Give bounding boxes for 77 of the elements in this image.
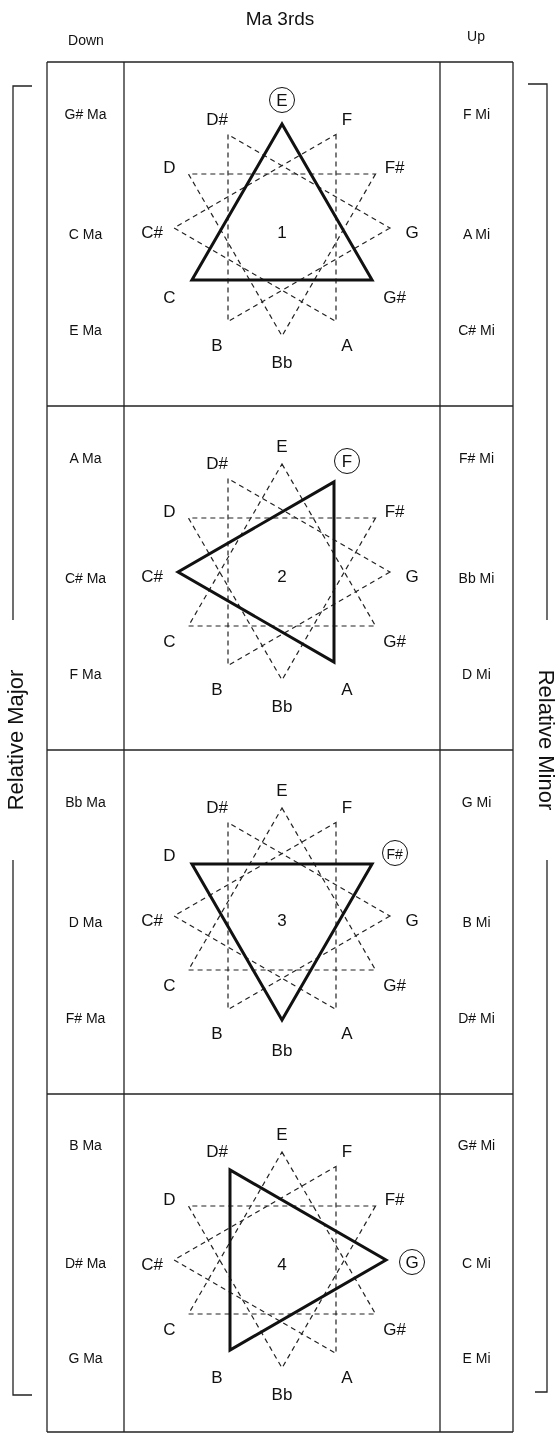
panel-number: 2 [277, 567, 287, 585]
chord-name: E Ma [69, 323, 102, 338]
note-label: E [276, 1125, 288, 1143]
note-label: D# [206, 1142, 228, 1160]
note-label: G [405, 223, 419, 241]
note-label: G# [383, 976, 406, 994]
note-label: D [163, 1190, 176, 1208]
note-label: D# [206, 454, 228, 472]
note-label: C# [141, 1255, 163, 1273]
note-label: E [276, 781, 288, 799]
chord-name: D Mi [462, 667, 491, 682]
note-label: D [163, 502, 176, 520]
panel-number: 1 [277, 223, 287, 241]
note-label: E [276, 437, 288, 455]
note-label: B [211, 680, 223, 698]
note-label: G# [383, 288, 406, 306]
chord-name: F Mi [462, 106, 491, 121]
side-label: Relative Major [5, 669, 27, 811]
note-label: G [405, 567, 419, 585]
note-label: Bb [271, 353, 293, 371]
note-label: A [341, 1368, 353, 1386]
chord-name: B Ma [69, 1137, 102, 1152]
chord-name: Bb Mi [458, 571, 495, 585]
note-label: C [163, 288, 176, 306]
panel-number: 3 [277, 911, 287, 929]
note-label: D# [206, 798, 228, 816]
note-label: B [211, 336, 223, 354]
chord-name: G# Ma [64, 106, 107, 121]
note-label: F [341, 110, 353, 128]
chord-name: F# Mi [459, 450, 494, 465]
note-label: Bb [271, 697, 293, 715]
note-label: A [341, 336, 353, 354]
note-label: A [341, 680, 353, 698]
note-label: B [211, 1368, 223, 1386]
note-label: B [211, 1024, 223, 1042]
chord-name: Bb Ma [65, 794, 106, 809]
note-label: G# [383, 632, 406, 650]
note-label: C [163, 1320, 176, 1338]
chord-name: C Ma [68, 227, 103, 241]
note-label: F# [384, 158, 405, 176]
chord-name: B Mi [462, 915, 491, 929]
note-label: A [341, 1024, 353, 1042]
note-label: F [341, 798, 353, 816]
chord-name: F Ma [69, 667, 102, 682]
note-label: D [163, 846, 176, 864]
chord-name: G Ma [68, 1350, 103, 1365]
chord-name: G# Mi [457, 1137, 496, 1152]
chord-name: C# Mi [458, 323, 495, 338]
note-label: C [163, 976, 176, 994]
note-label: G [405, 911, 419, 929]
title: Ma 3rds [245, 8, 315, 28]
chord-name: C# Ma [64, 571, 107, 585]
side-label: Relative Minor [535, 669, 555, 811]
note-label: C# [141, 567, 163, 585]
chord-name: C Mi [462, 1256, 491, 1270]
column-heading: Down [68, 33, 104, 47]
note-label: F# [384, 1190, 405, 1208]
note-label: Bb [271, 1041, 293, 1059]
note-label: F [341, 1142, 353, 1160]
note-label: D [163, 158, 176, 176]
note-label: C# [141, 223, 163, 241]
chord-name: F# Ma [65, 1011, 106, 1026]
column-heading: Up [467, 29, 485, 43]
note-label: G# [383, 1320, 406, 1338]
note-label: Bb [271, 1385, 293, 1403]
note-label: F# [384, 502, 405, 520]
chord-name: D# Ma [64, 1256, 107, 1270]
panel-number: 4 [277, 1255, 287, 1273]
chord-name: D Ma [68, 915, 103, 929]
chord-name: E Mi [462, 1350, 491, 1365]
note-label: D# [206, 110, 228, 128]
chord-name: A Ma [69, 450, 102, 465]
chord-name: A Mi [462, 227, 491, 241]
chord-name: D# Mi [458, 1011, 495, 1026]
note-label: C# [141, 911, 163, 929]
note-label: C [163, 632, 176, 650]
chord-name: G Mi [461, 794, 492, 809]
